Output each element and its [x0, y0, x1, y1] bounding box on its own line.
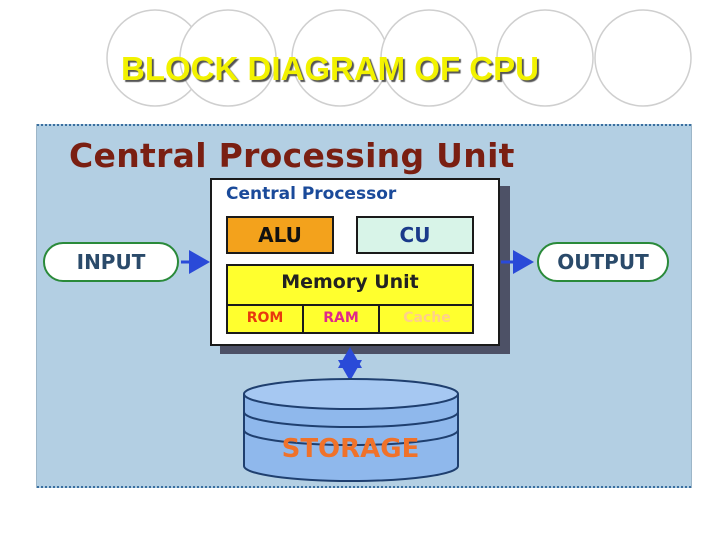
input-pill: INPUT [43, 242, 179, 282]
output-pill: OUTPUT [537, 242, 669, 282]
circle-4 [380, 9, 478, 107]
top-dotted-border [37, 124, 691, 126]
memory-unit-box: Memory Unit ROM RAM Cache [226, 264, 474, 334]
central-processor-box: Central Processor ALU CU Memory Unit ROM… [210, 178, 500, 346]
diagram-title: Central Processing Unit [69, 136, 515, 175]
circle-6 [594, 9, 692, 107]
circle-2 [179, 9, 277, 107]
processor-label: Central Processor [226, 184, 397, 204]
connector-arrows [181, 250, 534, 381]
slide-title: BLOCK DIAGRAM OF CPU [121, 50, 539, 87]
storage-label: STORAGE [281, 434, 420, 464]
memory-cells-row: ROM RAM Cache [228, 304, 472, 332]
rom-cell: ROM [228, 306, 304, 332]
cu-box: CU [356, 216, 474, 254]
cpu-diagram: Central Processing Unit Central Processo… [36, 124, 692, 488]
ram-cell: RAM [304, 306, 380, 332]
decorative-circles [106, 9, 692, 107]
alu-box: ALU [226, 216, 334, 254]
storage-cylinder [243, 378, 459, 482]
memory-unit-label: Memory Unit [281, 271, 419, 293]
bottom-dotted-border [37, 486, 691, 488]
cache-cell: Cache [403, 310, 451, 326]
circle-5 [496, 9, 594, 107]
